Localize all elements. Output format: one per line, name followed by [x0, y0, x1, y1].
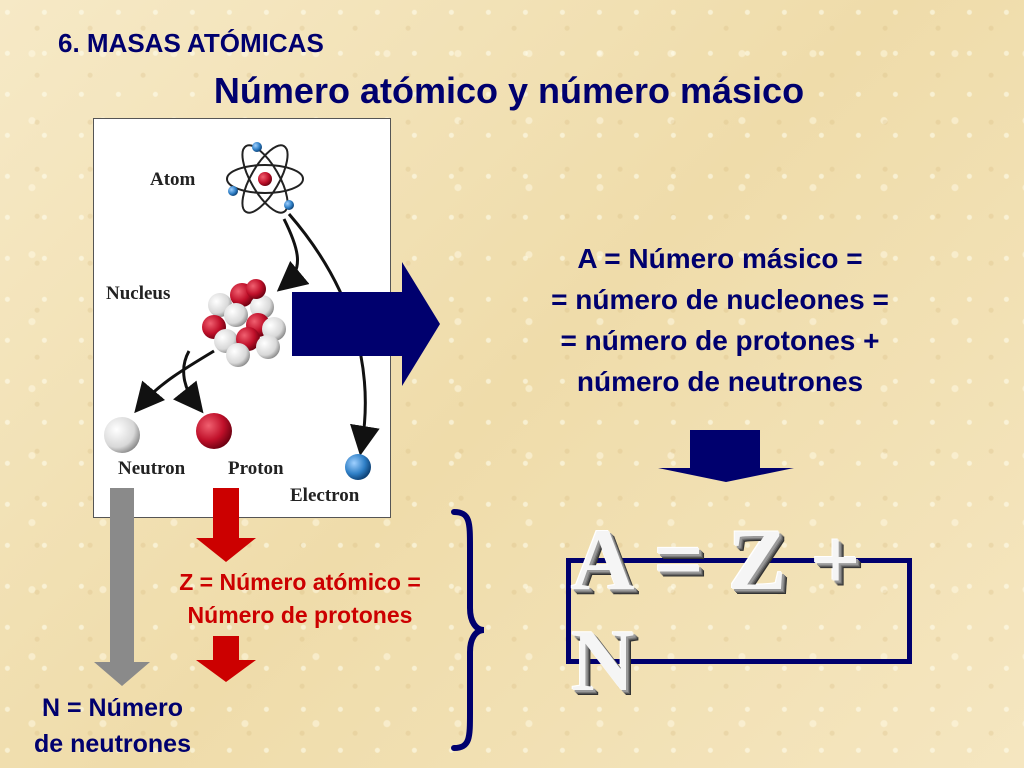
formula-line-2: = número de nucleones =: [551, 284, 889, 315]
main-title: Número atómico y número másico: [213, 70, 805, 111]
electron-icon: [345, 454, 371, 480]
label-neutron: Neutron: [118, 458, 186, 479]
section-title: 6. MASAS ATÓMICAS: [58, 28, 324, 58]
n-definition-line-2: de neutrones: [34, 730, 191, 758]
z-definition-line-1: Z = Número atómico =: [179, 569, 421, 595]
n-definition-line-1: N = Número: [41, 694, 183, 722]
navy-down-arrow: [658, 430, 794, 482]
proton-icon: [196, 413, 232, 449]
arrow-nucleus-to-neutron: [134, 349, 215, 414]
red-down-arrow-top: [196, 488, 256, 562]
arrow-nucleus-to-proton: [173, 350, 204, 414]
label-nucleus: Nucleus: [106, 283, 171, 304]
atom-icon: [226, 142, 304, 214]
arrow-atom-to-nucleus: [276, 218, 310, 292]
gray-down-arrow: [94, 488, 150, 686]
nucleus-icon: [202, 279, 286, 367]
label-atom: Atom: [150, 169, 196, 190]
navy-right-arrow: [292, 262, 440, 386]
equation-box: A = Z + N: [566, 512, 912, 710]
neutron-icon: [104, 417, 140, 453]
formula-line-4: número de neutrones: [576, 366, 864, 397]
formula-line-1: A = Número másico =: [577, 243, 863, 274]
n-definition: N = Número de neutrones: [0, 690, 225, 762]
curly-brace: [451, 509, 485, 751]
z-definition: Z = Número atómico = Número de protones: [130, 566, 470, 632]
z-definition-line-2: Número de protones: [187, 602, 413, 628]
label-electron: Electron: [290, 485, 360, 506]
equation-text: A = Z + N: [571, 512, 862, 710]
formula-text: A = Número másico = = número de nucleone…: [480, 238, 960, 402]
label-proton: Proton: [228, 458, 284, 479]
red-down-arrow-bottom: [196, 636, 256, 682]
formula-line-3: = número de protones +: [560, 325, 880, 356]
